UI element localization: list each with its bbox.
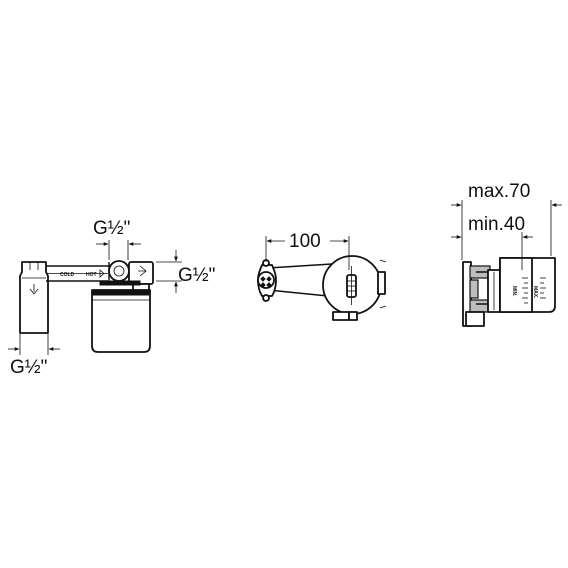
min-depth-label: min.40 <box>468 214 525 235</box>
hot-marking: HOT <box>86 272 97 278</box>
cold-marking: COLD <box>60 272 75 278</box>
section-view: MIN. MAX. max.70 min.40 <box>451 181 562 327</box>
side-thread-label: G½" <box>178 265 215 286</box>
side-view: COLD HOT G½" G½" G½" <box>8 218 215 378</box>
width-dimension: 100 <box>289 231 321 252</box>
inlet-pipe <box>19 261 49 334</box>
max-depth-label: max.70 <box>468 181 530 202</box>
valve-round <box>108 260 130 282</box>
depth-scale <box>522 277 546 304</box>
min-marking: MIN. <box>511 286 517 297</box>
max-marking: MAX. <box>532 286 538 299</box>
bottom-thread-label: G½" <box>10 357 47 378</box>
top-view: 100 <box>257 231 387 321</box>
cartridge-body <box>91 289 151 353</box>
top-thread-label: G½" <box>93 218 130 239</box>
